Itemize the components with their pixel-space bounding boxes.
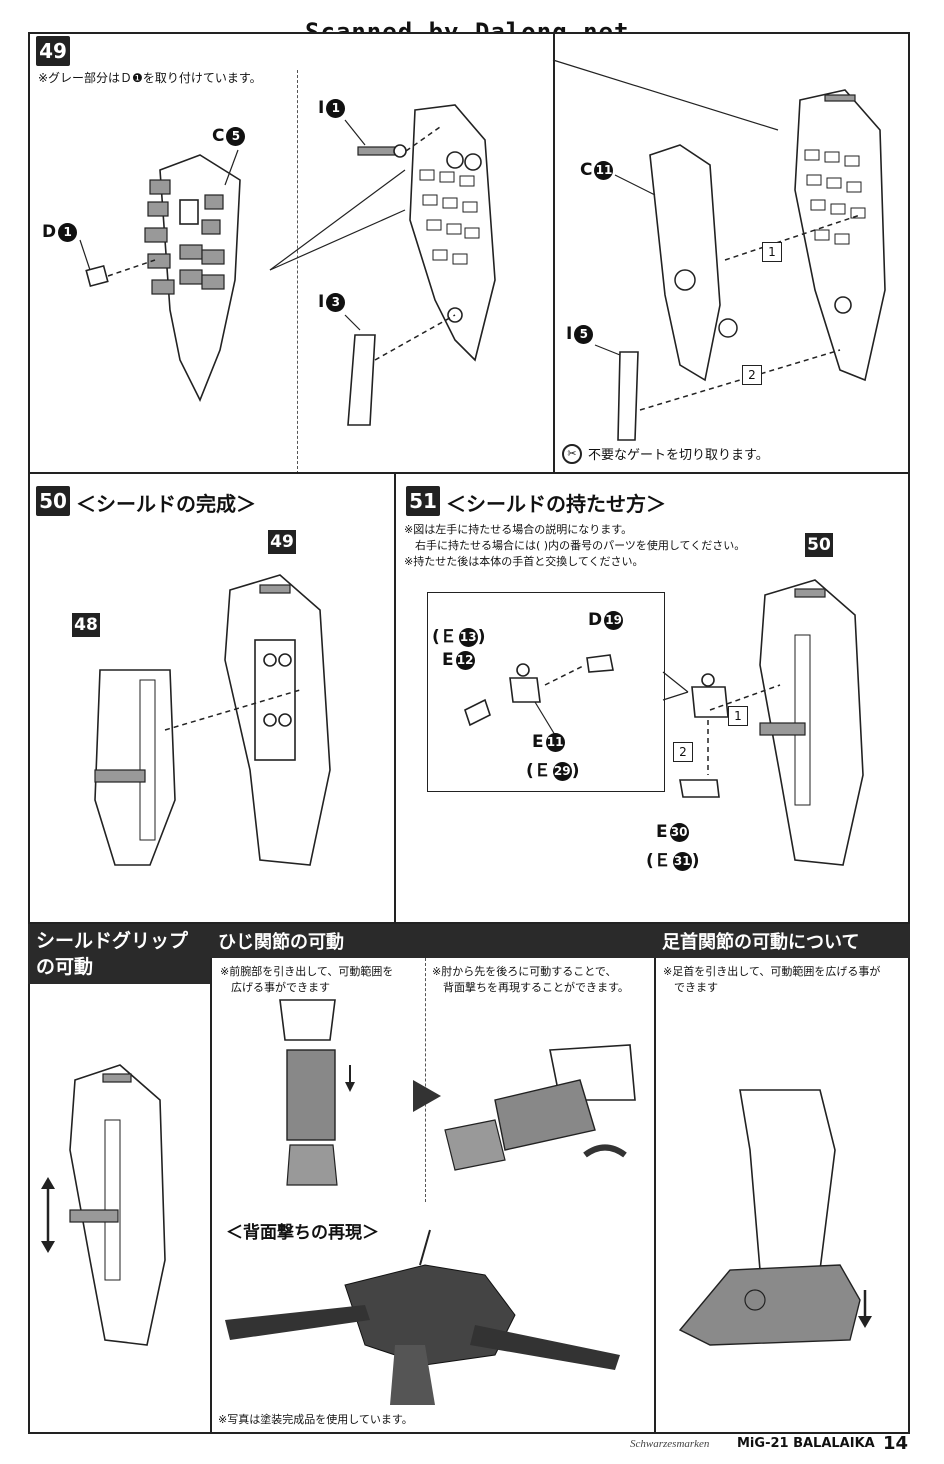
d1-part (79, 239, 156, 288)
photo-note: ※写真は塗装完成品を使用しています。 (218, 1413, 413, 1426)
guide-line (269, 169, 406, 271)
section-header-grip: シールドグリップの可動 (28, 924, 212, 984)
assembly-tag-48: 48 (72, 613, 100, 637)
step-number: 50 (36, 486, 70, 516)
footer-model: MiG-21 BALALAIKA (737, 1436, 875, 1451)
hand-parts-illustration (464, 654, 614, 736)
ankle-note: ※足首を引き出して、可動範囲を広げる事が できます (663, 965, 881, 994)
i1-screw (344, 119, 441, 158)
section-header-ankle: 足首関節の可動について (654, 924, 910, 958)
ankle-illustration (678, 1089, 872, 1346)
shield-back-illustration (794, 89, 886, 382)
i5-part (594, 344, 639, 441)
assembly-tag-50: 50 (805, 533, 833, 557)
detail-inset (427, 592, 665, 792)
step-title: ＜シールドの持たせ方＞ (446, 492, 666, 516)
shield-assembly-49 (224, 574, 331, 866)
shield-assembly-50 (759, 579, 864, 866)
slide-arrow-icon (41, 1177, 55, 1253)
assembly-arrow (164, 689, 301, 731)
step-number: 49 (36, 36, 70, 66)
assembly-arrows (707, 684, 781, 775)
shield-panel-illustration (409, 104, 496, 362)
order-arrow-1: 1 (762, 242, 782, 262)
divider (553, 32, 555, 474)
rear-shot-photo (225, 1229, 620, 1405)
leader-line (614, 174, 656, 196)
shield-grip-illustration (69, 1064, 166, 1346)
footer-series: Schwarzesmarken (630, 1438, 710, 1450)
hand-frame-illustration (144, 154, 241, 402)
shield-frame-48 (94, 669, 176, 866)
e30-part (679, 779, 720, 798)
elbow-note-2: ※肘から先を後ろに可動することで、 背面撃ちを再現することができます。 (432, 965, 629, 994)
shield-front-illustration (649, 144, 738, 382)
guide-line (552, 59, 779, 131)
assembly-tag-49: 49 (268, 530, 296, 554)
step-50-panel (28, 472, 396, 924)
assembly-arrows (639, 214, 861, 411)
step-number: 51 (406, 486, 440, 516)
section-header-elbow: ひじ関節の可動 (210, 924, 656, 958)
step-title: ＜シールドの完成＞ (76, 492, 256, 516)
next-arrow-icon (413, 1080, 441, 1112)
gate-icon: ✂ (562, 444, 582, 464)
forearm-illustration (279, 999, 355, 1186)
order-arrow-2: 2 (742, 365, 762, 385)
order-arrow-2: 2 (673, 742, 693, 762)
divider (297, 70, 299, 474)
step-note: ※図は左手に持たせる場合の説明になります。 右手に持たせる場合には( )内の番号… (404, 523, 746, 568)
rear-shot-subtitle: ＜背面撃ちの再現＞ (226, 1223, 379, 1243)
page-number: 14 (883, 1433, 909, 1454)
order-arrow-1: 1 (728, 706, 748, 726)
elbow-rear-illustration (444, 1044, 636, 1171)
i3-part (344, 314, 456, 426)
inset-pointer (662, 671, 689, 701)
gate-note: 不要なゲートを切り取ります。 (588, 448, 769, 463)
leader-line (224, 149, 239, 186)
elbow-note-1: ※前腕部を引き出して、可動範囲を 広げる事ができます (220, 965, 394, 994)
step-note: ※グレー部分はＤ❶を取り付けています。 (38, 71, 262, 85)
